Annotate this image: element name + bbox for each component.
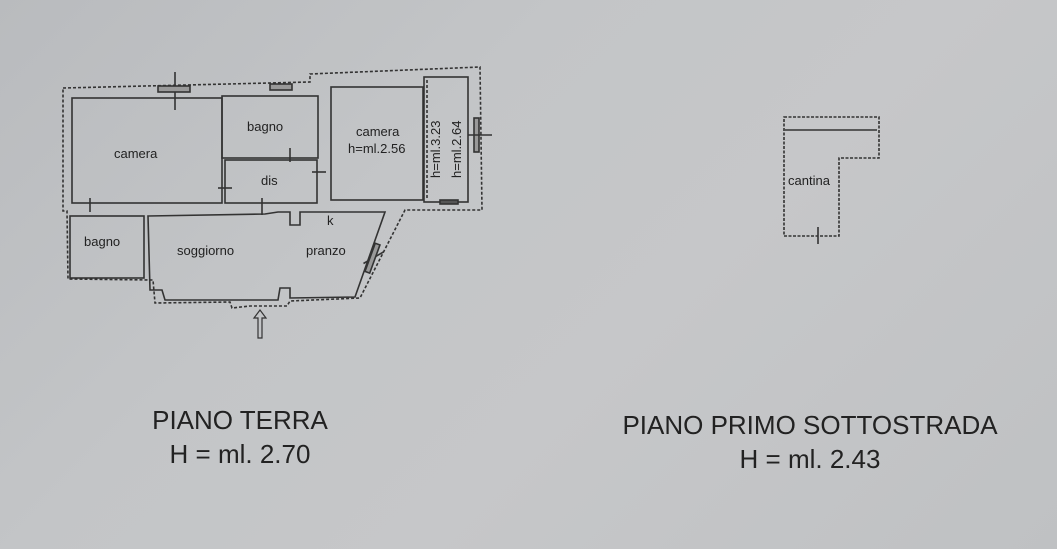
plan-title: PIANO PRIMO SOTTOSTRADA xyxy=(622,410,998,440)
room-pranzo: pranzo xyxy=(306,243,346,258)
room-dis: dis xyxy=(261,173,278,188)
room-camera-2-height: h=ml.2.56 xyxy=(348,141,405,156)
vertical-label-2: h=ml.2.64 xyxy=(449,121,464,178)
plan-title-piano-terra: PIANO TERRA H = ml. 2.70 xyxy=(100,403,380,471)
outer-boundary xyxy=(62,66,483,309)
room-soggiorno: soggiorno xyxy=(177,243,234,258)
room-bagno-2: bagno xyxy=(84,234,120,249)
room-camera-1: camera xyxy=(114,146,158,161)
vertical-label-1: h=ml.3.23 xyxy=(428,121,443,178)
room-k: k xyxy=(327,213,334,228)
plan-height: H = ml. 2.70 xyxy=(169,439,311,469)
entrance-arrow-icon xyxy=(252,309,268,339)
cantina-wall xyxy=(783,116,880,237)
plan-height: H = ml. 2.43 xyxy=(739,444,881,474)
room-camera-2: camera xyxy=(356,124,400,139)
room-cantina: cantina xyxy=(788,173,831,188)
room-bagno-1: bagno xyxy=(247,119,283,134)
plan-title-piano-primo-sottostrada: PIANO PRIMO SOTTOSTRADA H = ml. 2.43 xyxy=(580,408,1040,476)
plan-title: PIANO TERRA xyxy=(152,405,328,435)
room-labels: camera bagno dis camera h=ml.2.56 bagno … xyxy=(84,119,831,258)
